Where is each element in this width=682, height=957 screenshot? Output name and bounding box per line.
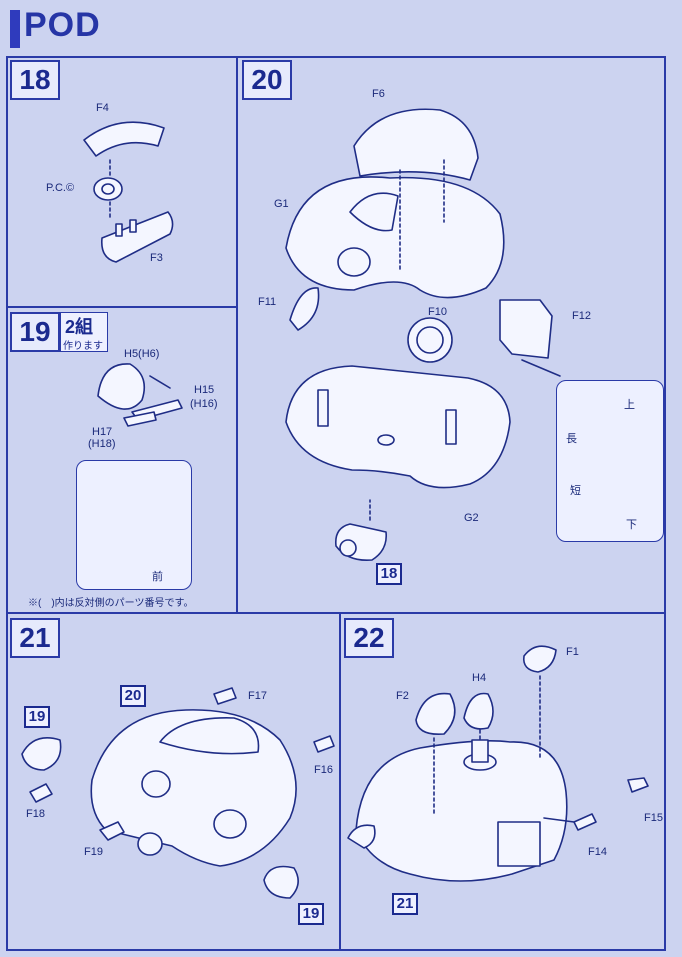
part-g1-label: G1: [274, 198, 289, 210]
page-title: POD: [24, 6, 101, 44]
down-label: 下: [626, 519, 637, 531]
step-21-reference: 21: [392, 893, 418, 915]
step21-drawing: [21, 687, 335, 899]
long-label: 長: [566, 433, 577, 445]
step-20-detail-inset: [556, 380, 664, 542]
steps-frame: [6, 56, 666, 951]
part-h17-label: H17: [92, 426, 113, 438]
divider-horizontal-middle: [6, 612, 666, 614]
step-22-number: 22: [344, 618, 394, 658]
step-19-reference-left: 19: [24, 706, 50, 728]
front-arrow-label: 前: [152, 571, 163, 583]
part-f2-label: F2: [396, 690, 409, 702]
part-f17-label: F17: [248, 690, 267, 702]
part-f4-label: F4: [96, 102, 109, 114]
step-19-number: 19: [10, 312, 60, 352]
divider-vertical-top: [236, 56, 238, 613]
step18-drawing: [83, 121, 174, 263]
part-h15-label: H15: [194, 384, 215, 396]
part-pc-label: P.C.©: [46, 182, 75, 194]
parts-note: ※( )内は反対側のパーツ番号です。: [28, 598, 194, 609]
part-f15-label: F15: [644, 812, 663, 824]
part-h4-label: H4: [472, 672, 487, 684]
divider-horizontal-left: [6, 306, 237, 308]
part-f6-label: F6: [372, 88, 385, 100]
page-header: POD: [0, 0, 682, 50]
title-accent-bar: [10, 10, 20, 48]
step-19-inset: [76, 460, 192, 590]
quantity-text: 2組: [65, 317, 94, 337]
step-18-number: 18: [10, 60, 60, 100]
step-20-reference: 20: [120, 685, 146, 707]
part-f3-label: F3: [150, 252, 163, 264]
part-f1-label: F1: [566, 646, 579, 658]
short-label: 短: [570, 485, 581, 497]
part-h16-label: (H16): [190, 398, 218, 410]
part-f11-label: F11: [258, 296, 277, 308]
divider-vertical-bottom: [339, 612, 341, 951]
step-20-number: 20: [242, 60, 292, 100]
up-label: 上: [624, 399, 635, 411]
part-g2-label: G2: [464, 512, 479, 524]
step22-drawing: [347, 645, 649, 882]
step20-drawing: [285, 108, 637, 562]
part-f19-label: F19: [84, 846, 103, 858]
step-21-number: 21: [10, 618, 60, 658]
step-19-reference-right: 19: [298, 903, 324, 925]
part-f14-label: F14: [588, 846, 607, 858]
step-18-reference: 18: [376, 563, 402, 585]
part-h5-label: H5(H6): [124, 348, 160, 360]
step-19-quantity-badge: 2組 作ります: [60, 312, 108, 352]
part-f18-label: F18: [26, 808, 45, 820]
quantity-subtext: 作ります: [63, 341, 103, 352]
part-f12-label: F12: [572, 310, 591, 322]
part-f10-label: F10: [428, 306, 447, 318]
part-f16-label: F16: [314, 764, 333, 776]
part-h18-label: (H18): [88, 438, 116, 450]
